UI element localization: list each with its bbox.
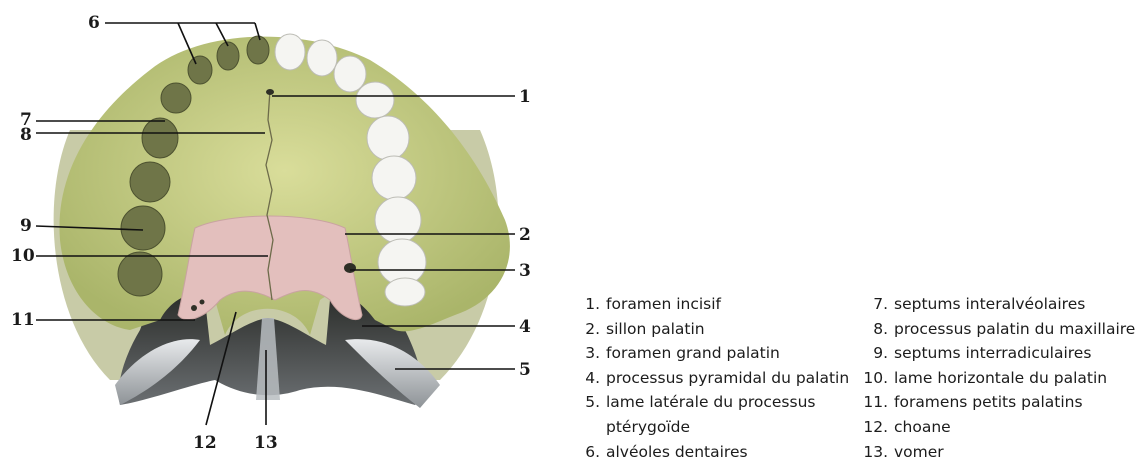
legend-number: 9.	[862, 341, 888, 366]
callout-4: 4	[519, 317, 531, 337]
legend-text: septums interradiculaires	[894, 341, 1091, 366]
legend-text: vomer	[894, 440, 944, 464]
legend-text: sillon palatin	[606, 317, 705, 342]
legend-number: 12.	[862, 415, 888, 440]
legend-number: 8.	[862, 317, 888, 342]
legend-item-6: 6.alvéoles dentaires	[574, 440, 864, 464]
callout-5: 5	[519, 360, 531, 380]
callout-8: 8	[20, 125, 32, 145]
legend-text: foramens petits palatins	[894, 390, 1083, 415]
legend-number: 4.	[574, 366, 600, 391]
legend-item-10: 10.lame horizontale du palatin	[862, 366, 1138, 391]
legend-item-2: 2.sillon palatin	[574, 317, 864, 342]
legend-number: 3.	[574, 341, 600, 366]
legend-number: 11.	[862, 390, 888, 415]
legend-text: choane	[894, 415, 951, 440]
hard-palate-illustration: 6 1 7 8 9 2 10 3 11 4 5 12 13	[0, 0, 560, 459]
callout-11: 11	[11, 310, 35, 330]
legend-item-5: 5.lame latérale du processus ptérygoïde	[574, 390, 864, 439]
legend-text: foramen incisif	[606, 292, 721, 317]
callout-3: 3	[519, 261, 531, 281]
legend-number: 5.	[574, 390, 600, 439]
legend-item-7: 7.septums interalvéolaires	[862, 292, 1138, 317]
legend-text: septums interalvéolaires	[894, 292, 1085, 317]
legend-text: lame horizontale du palatin	[894, 366, 1107, 391]
greater-palatine-foramen	[344, 263, 356, 273]
legend-text: processus pyramidal du palatin	[606, 366, 849, 391]
legend-number: 10.	[862, 366, 888, 391]
legend-item-13: 13.vomer	[862, 440, 1138, 464]
callout-6: 6	[88, 13, 100, 33]
callout-10: 10	[11, 246, 35, 266]
legend-number: 1.	[574, 292, 600, 317]
legend-right: 7.septums interalvéolaires 8.processus p…	[862, 292, 1138, 464]
legend-number: 2.	[574, 317, 600, 342]
legend-item-11: 11.foramens petits palatins	[862, 390, 1138, 415]
callout-2: 2	[519, 225, 531, 245]
legend-item-12: 12.choane	[862, 415, 1138, 440]
legend-number: 13.	[862, 440, 888, 464]
legend-text: alvéoles dentaires	[606, 440, 748, 464]
legend-item-8: 8.processus palatin du maxillaire	[862, 317, 1138, 342]
callout-9: 9	[20, 216, 32, 236]
legend-text: lame latérale du processus ptérygoïde	[606, 390, 846, 439]
legend-number: 7.	[862, 292, 888, 317]
legend-item-1: 1.foramen incisif	[574, 292, 864, 317]
legend-item-4: 4.processus pyramidal du palatin	[574, 366, 864, 391]
legend-text: foramen grand palatin	[606, 341, 780, 366]
legend-item-3: 3.foramen grand palatin	[574, 341, 864, 366]
legend-number: 6.	[574, 440, 600, 464]
legend-text: processus palatin du maxillaire	[894, 317, 1135, 342]
callout-1: 1	[519, 87, 531, 107]
incisive-foramen	[266, 89, 274, 95]
callout-12: 12	[193, 433, 217, 453]
legend-item-9: 9.septums interradiculaires	[862, 341, 1138, 366]
callout-13: 13	[254, 433, 278, 453]
legend-left: 1.foramen incisif 2.sillon palatin 3.for…	[574, 292, 864, 464]
